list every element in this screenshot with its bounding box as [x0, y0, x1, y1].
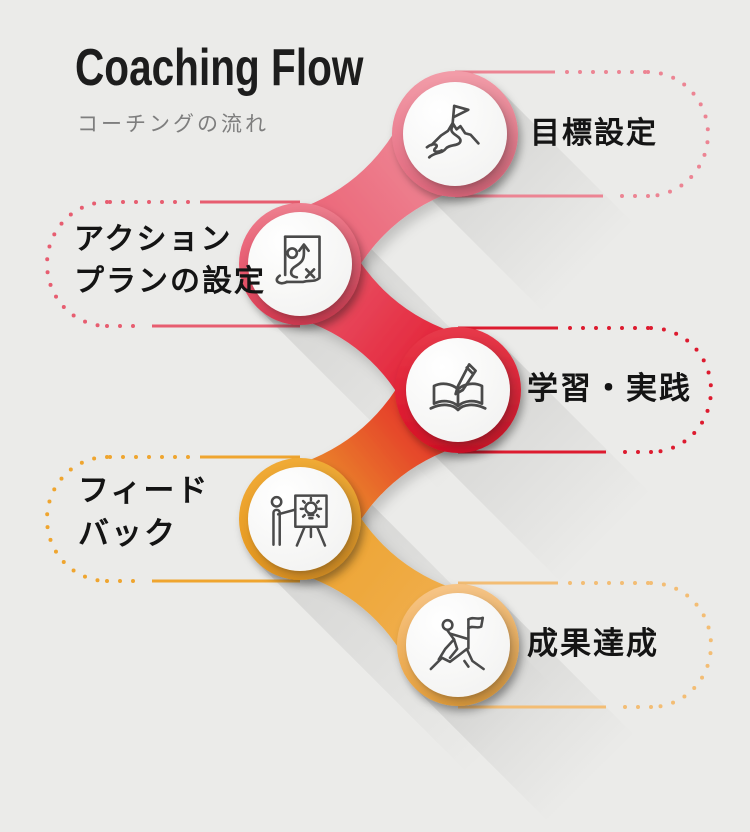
page-subtitle: コーチングの流れ: [77, 113, 269, 136]
step-label-line: 成果達成: [527, 626, 659, 661]
capsule-track-action-plan: [45, 200, 300, 328]
mountain-flag-icon: [425, 104, 480, 159]
step-label-goal-setting: 目標設定: [530, 113, 658, 155]
step-label-action-plan: アクション プランの設定: [74, 219, 266, 303]
strategy-map-icon: [275, 235, 321, 285]
capsule-track-learning-practice: [458, 326, 713, 454]
capsule-track-feedback: [45, 455, 300, 583]
step-label-line: プランの設定: [74, 265, 266, 298]
step-label-line: 学習・実践: [527, 371, 692, 406]
step-circle-feedback: [248, 467, 352, 571]
step-label-feedback: フィード バック: [78, 469, 209, 555]
step-circle-achievement: [406, 593, 510, 697]
step-circle-learning-practice: [406, 338, 510, 442]
step-label-learning-practice: 学習・実践: [527, 368, 692, 410]
step-label-achievement: 成果達成: [527, 623, 659, 665]
capsule-track-achievement: [458, 581, 713, 709]
step-label-line: フィード: [78, 473, 210, 508]
step-label-line: 目標設定: [530, 117, 658, 150]
capsule-tracks: [45, 70, 713, 709]
presentation-lightbulb-icon: [270, 494, 328, 547]
step-circle-goal-setting: [403, 82, 507, 186]
climber-flag-icon: [429, 616, 485, 671]
book-pencil-icon: [429, 363, 487, 412]
soft-shadows: [256, 89, 652, 823]
page-title: Coaching Flow: [75, 39, 364, 97]
step-circle-action-plan: [248, 212, 352, 316]
step-label-line: アクション: [74, 223, 233, 256]
capsule-track-goal-setting: [455, 70, 710, 198]
step-label-line: バック: [78, 516, 177, 551]
